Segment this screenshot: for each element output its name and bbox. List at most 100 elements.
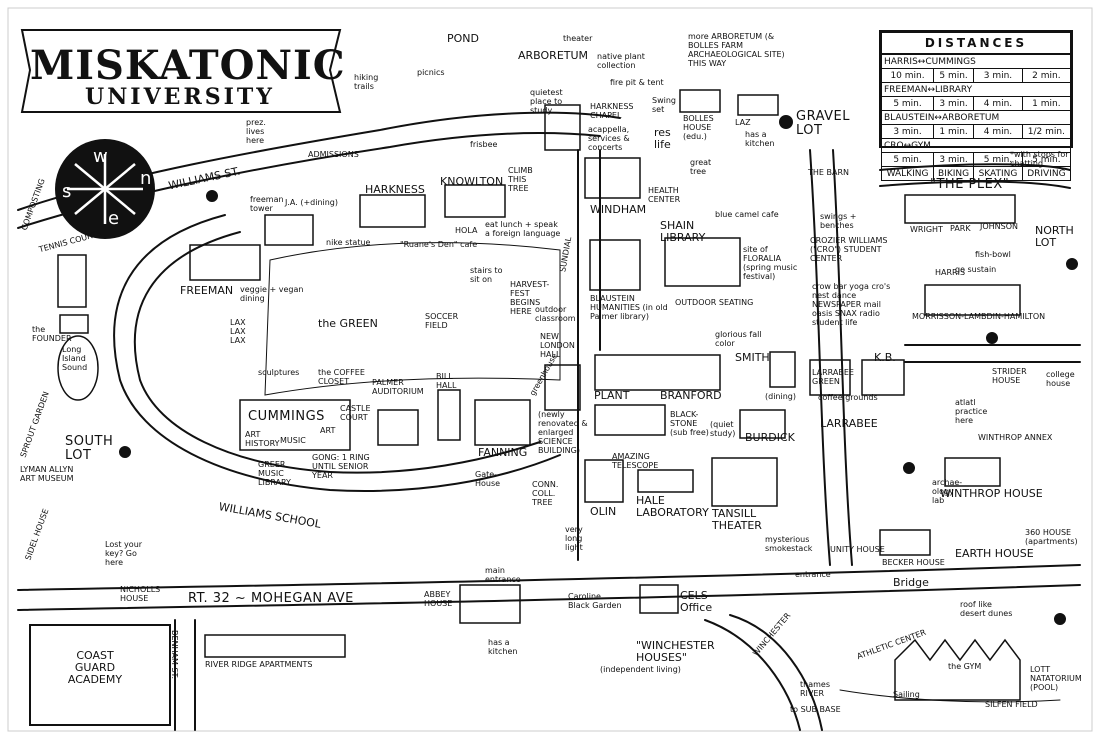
distance-cell: 3 min. xyxy=(933,152,975,167)
distance-cell: 3 min. xyxy=(933,96,975,111)
label-archaeology-lab: archae-ology lab xyxy=(932,478,963,505)
parking-icon xyxy=(206,190,218,202)
label-renovated: (newly renovated & enlarged SCIENCE BUIL… xyxy=(538,410,588,455)
label-admissions: ADMISSIONS xyxy=(308,150,359,159)
compass-w: w xyxy=(93,146,109,167)
label-caroline: Caroline Black Garden xyxy=(568,592,622,610)
label-blue-camel: blue camel cafe xyxy=(715,210,779,219)
label-fish-bowl: fish-bowl xyxy=(975,250,1011,259)
label-windham: WINDHAM xyxy=(590,203,647,216)
route-label: FREEMAN↔LIBRARY xyxy=(881,82,1071,97)
label-harvest-fest: HARVEST-FEST BEGINS HERE xyxy=(510,280,550,316)
mohegan-ave xyxy=(17,564,1081,591)
label-thames: thames RIVER xyxy=(800,680,830,698)
label-health-center: HEALTH CENTER xyxy=(648,186,681,204)
label-kb: K.B. xyxy=(874,351,896,364)
label-larrabee: LARRABEE xyxy=(820,417,878,430)
label-branford: BRANFORD xyxy=(660,389,722,402)
label-laz: LAZ xyxy=(735,118,751,127)
label-telescope: AMAZING TELESCOPE xyxy=(612,452,659,470)
label-bridge: Bridge xyxy=(893,576,929,589)
label-smith: SMITH xyxy=(735,351,770,364)
label-harkness: HARKNESS xyxy=(365,183,425,196)
label-glorious-fall: glorious fall color xyxy=(715,330,762,348)
label-benham: BENHAM ST. xyxy=(170,629,180,680)
compass-n: n xyxy=(140,168,152,189)
label-lyman-allyn: LYMAN ALLYN ART MUSEUM xyxy=(20,465,74,483)
label-blaustein: BLAUSTEIN HUMANITIES (in old Palmer libr… xyxy=(590,294,668,321)
label-palmer: PALMER AUDITORIUM xyxy=(372,378,424,396)
gym-roof xyxy=(894,638,1021,701)
label-sustain: go sustain xyxy=(955,265,997,274)
label-independent: (independent living) xyxy=(600,665,681,674)
label-gate-house: Gate-House xyxy=(475,470,501,488)
label-shain-library: SHAIN LIBRARY xyxy=(660,219,706,244)
label-sub-base: to SUB BASE xyxy=(790,705,841,714)
label-bill-hall: BILL HALL xyxy=(436,372,457,390)
label-quietest-place: quietest place to study xyxy=(530,88,563,115)
label-fanning: FANNING xyxy=(478,446,528,459)
label-bolles-house: BOLLES HOUSE (edu.) xyxy=(683,114,714,141)
long-island-sound xyxy=(57,335,99,401)
column-biking: BIKING xyxy=(933,166,975,181)
distances-table: DISTANCES HARRIS↔CUMMINGS 10 min. 5 min.… xyxy=(879,30,1073,181)
distance-cell: 1 min. xyxy=(933,124,975,139)
label-abbey-house: ABBEY HOUSE xyxy=(424,590,453,608)
route-label: HARRIS↔CUMMINGS xyxy=(881,53,1071,69)
label-prez-lives: prez. lives here xyxy=(246,118,266,145)
label-park: PARK xyxy=(950,224,971,233)
label-cummings: CUMMINGS xyxy=(248,409,325,424)
route-label: BLAUSTEIN↔ARBORETUM xyxy=(881,110,1071,125)
column-driving: DRIVING xyxy=(1021,166,1072,181)
label-very-long-light: very long light xyxy=(565,525,583,552)
label-gong: GONG: 1 RING UNTIL SENIOR YEAR xyxy=(312,453,370,480)
label-nicholls: NICHOLLS HOUSE xyxy=(120,585,161,603)
label-eat-lunch: eat lunch + speak a foreign language xyxy=(485,220,561,238)
label-art-history: ART HISTORY xyxy=(245,430,280,448)
distance-cell: 2 min. xyxy=(1021,68,1072,83)
label-the-gym: the GYM xyxy=(948,662,982,671)
label-more-arboretum: more ARBORETUM (& BOLLES FARM ARCHAEOLOG… xyxy=(688,32,785,68)
distances-note: *with stops for chatting xyxy=(1010,150,1069,168)
label-dining: (dining) xyxy=(765,392,796,401)
label-stairs: stairs to sit on xyxy=(470,266,503,284)
label-atlatl: atlatl practice here xyxy=(955,398,988,425)
label-college-house: college house xyxy=(1046,370,1075,388)
label-gravel-lot: GRAVEL LOT xyxy=(796,109,850,138)
label-the-barn: THE BARN xyxy=(808,168,850,177)
label-swings-benches: swings + benches xyxy=(820,212,857,230)
parking-icon xyxy=(779,115,793,129)
label-lott: LOTT NATATORIUM (POOL) xyxy=(1030,665,1082,692)
map-subtitle: UNIVERSITY xyxy=(85,84,275,110)
label-harkness-chapel: HARKNESS CHAPEL xyxy=(590,102,634,120)
label-the-plex: "THE PLEX" xyxy=(930,177,1010,192)
label-ja: J.A. (+dining) xyxy=(285,198,339,207)
label-theater: theater xyxy=(563,34,593,43)
label-pond: POND xyxy=(447,32,479,45)
label-site-floralia: site of FLORALIA (spring music festival) xyxy=(743,245,798,281)
column-skating: SKATING xyxy=(973,166,1023,181)
title-banner xyxy=(20,29,342,113)
parking-icon xyxy=(903,462,915,474)
distance-cell: 5 min. xyxy=(880,96,935,111)
label-winthrop-annex: WINTHROP ANNEX xyxy=(978,433,1053,442)
label-coffee-closet: the COFFEE CLOSET xyxy=(318,368,365,386)
label-native-plant: native plant collection xyxy=(597,52,645,70)
label-360-house: 360 HOUSE (apartments) xyxy=(1025,528,1078,546)
label-art: ART xyxy=(320,426,336,435)
distance-cell: 1 min. xyxy=(1021,96,1072,111)
label-silfen: SILFEN FIELD xyxy=(985,700,1038,709)
label-smokestack: mysterious smokestack xyxy=(765,535,813,553)
label-the-green: the GREEN xyxy=(318,317,378,330)
route-label: CRO↔GYM xyxy=(881,138,1071,153)
label-long-island-sound: Long Island Sound xyxy=(62,345,88,372)
distances-title: DISTANCES xyxy=(881,32,1071,55)
label-outdoor-seating: OUTDOOR SEATING xyxy=(675,298,754,307)
label-olin: OLIN xyxy=(590,505,617,518)
parking-icon xyxy=(1066,258,1078,270)
label-river-ridge: RIVER RIDGE APARTMENTS xyxy=(205,660,313,669)
parking-icon xyxy=(986,332,998,344)
label-hale-lab: HALE LABORATORY xyxy=(636,494,709,519)
parking-icon xyxy=(1054,613,1066,625)
